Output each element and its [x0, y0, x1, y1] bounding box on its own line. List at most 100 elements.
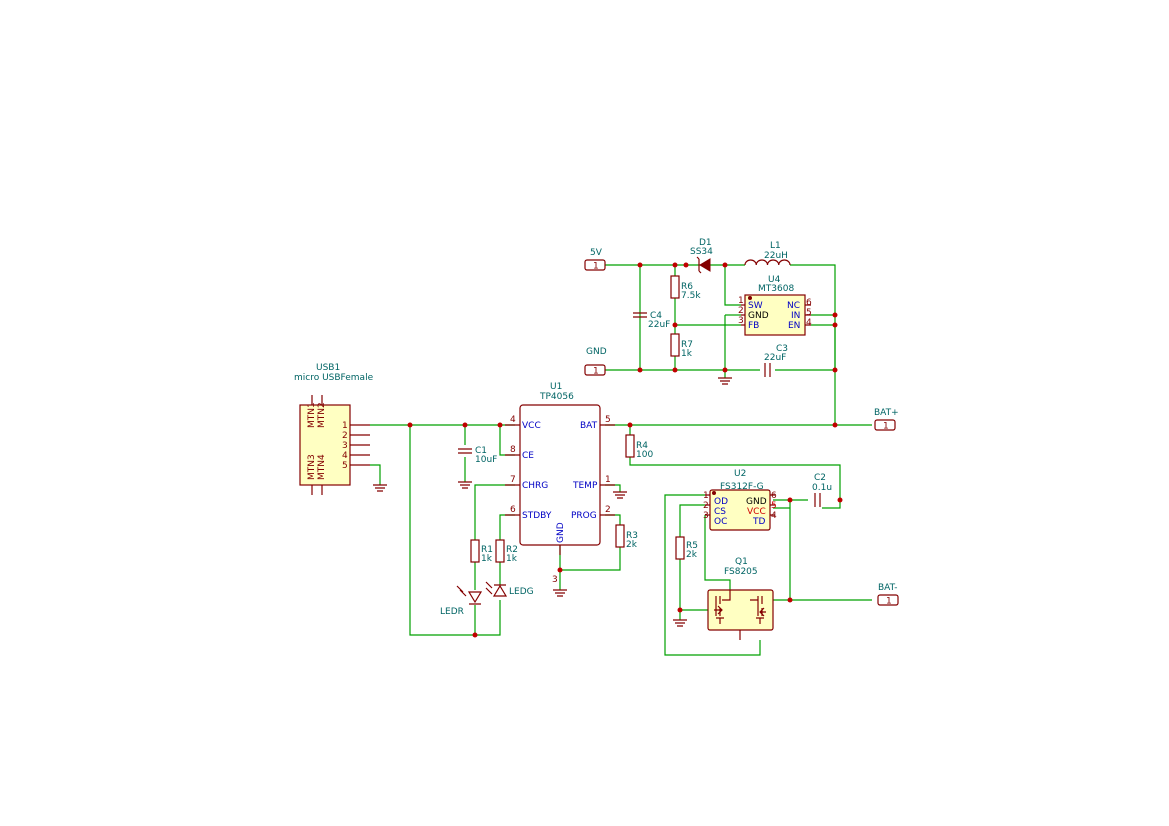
connector-gnd[interactable]: GND 1	[584, 347, 607, 377]
svg-text:6: 6	[510, 505, 516, 515]
svg-text:1: 1	[703, 491, 709, 501]
svg-text:D1: D1	[699, 238, 712, 248]
svg-text:C3: C3	[776, 344, 788, 354]
svg-text:VCC: VCC	[522, 421, 541, 431]
capacitor-c1[interactable]: C1 10uF	[458, 446, 497, 465]
svg-text:1: 1	[593, 367, 599, 377]
q1-fs8205[interactable]: Q1 FS8205	[707, 557, 774, 640]
svg-text:OC: OC	[714, 517, 727, 527]
svg-text:1k: 1k	[681, 349, 693, 359]
svg-text:R4: R4	[636, 441, 648, 451]
svg-text:1: 1	[593, 262, 599, 272]
connector-5v[interactable]: 5V 1	[584, 248, 606, 272]
resistor-r4[interactable]: R4 100	[625, 434, 653, 460]
svg-text:C2: C2	[814, 473, 826, 483]
svg-text:U1: U1	[550, 382, 562, 392]
svg-text:C1: C1	[475, 446, 487, 456]
svg-text:BAT: BAT	[580, 421, 598, 431]
svg-text:4: 4	[806, 318, 812, 328]
capacitor-c4[interactable]: C4 22uF	[633, 311, 670, 330]
svg-text:GND: GND	[748, 311, 769, 321]
svg-text:MTN1: MTN1	[307, 402, 317, 428]
inductor-l1[interactable]: L1 22uH	[744, 241, 791, 266]
svg-text:TD: TD	[752, 517, 765, 527]
svg-text:1k: 1k	[481, 554, 493, 564]
svg-text:1k: 1k	[506, 554, 518, 564]
svg-text:CE: CE	[522, 451, 534, 461]
connector-bat-plus[interactable]: BAT+ 1	[874, 408, 899, 432]
svg-text:FS8205: FS8205	[724, 567, 758, 577]
junctions	[407, 262, 843, 638]
svg-text:MTN3: MTN3	[307, 454, 317, 480]
resistor-r3[interactable]: R3 2k	[615, 524, 638, 550]
svg-text:R7: R7	[681, 340, 693, 350]
u4-mt3608[interactable]: U4 MT3608 1 2 3 6 5 4 SW GND FB NC IN EN	[738, 275, 812, 336]
svg-text:4: 4	[342, 451, 348, 461]
connector-bat-minus[interactable]: BAT- 1	[877, 583, 899, 607]
svg-text:2k: 2k	[686, 550, 698, 560]
svg-text:1: 1	[738, 296, 744, 306]
svg-text:5: 5	[806, 308, 812, 318]
svg-text:2: 2	[342, 431, 348, 441]
svg-text:VCC: VCC	[747, 507, 766, 517]
svg-text:1: 1	[342, 421, 348, 431]
resistor-r7[interactable]: R7 1k	[670, 333, 693, 359]
svg-text:BAT-: BAT-	[878, 583, 898, 593]
led-ledr[interactable]: LEDR	[440, 585, 483, 617]
svg-text:GND: GND	[746, 497, 767, 507]
svg-text:MT3608: MT3608	[758, 284, 794, 294]
svg-text:2: 2	[738, 306, 744, 316]
svg-text:R1: R1	[481, 545, 493, 555]
svg-text:SW: SW	[748, 301, 763, 311]
svg-text:7: 7	[510, 475, 516, 485]
svg-text:6: 6	[806, 298, 812, 308]
svg-text:STDBY: STDBY	[522, 511, 552, 521]
svg-text:22uH: 22uH	[764, 251, 788, 261]
svg-text:R5: R5	[686, 541, 698, 551]
svg-text:GND: GND	[556, 522, 566, 543]
svg-text:LEDG: LEDG	[509, 587, 534, 597]
u2-fs312f-g[interactable]: U2 FS312F-G 1 2 3 6 5 4 OD CS OC GND VCC…	[703, 469, 777, 531]
svg-text:LEDR: LEDR	[440, 607, 464, 617]
svg-text:R3: R3	[626, 531, 638, 541]
svg-text:8: 8	[510, 445, 516, 455]
svg-text:1: 1	[883, 422, 889, 432]
resistor-r2[interactable]: R2 1k	[495, 539, 518, 564]
svg-text:Q1: Q1	[735, 557, 748, 567]
svg-text:3: 3	[703, 511, 709, 521]
svg-text:7.5k: 7.5k	[681, 291, 701, 301]
svg-text:PROG: PROG	[571, 511, 597, 521]
svg-text:U2: U2	[734, 469, 746, 479]
led-ledg[interactable]: LEDG	[485, 581, 534, 597]
svg-text:CS: CS	[714, 507, 726, 517]
svg-text:micro USBFemale: micro USBFemale	[294, 373, 374, 383]
svg-text:2: 2	[605, 505, 611, 515]
svg-text:R2: R2	[506, 545, 518, 555]
svg-text:2k: 2k	[626, 540, 638, 550]
svg-text:TEMP: TEMP	[572, 481, 598, 491]
svg-text:3: 3	[552, 575, 558, 585]
u1-tp4056[interactable]: U1 TP4056 4 8 7 6 5 1 2 3 VCC CE CHRG ST…	[505, 382, 615, 585]
svg-text:SS34: SS34	[690, 247, 713, 257]
svg-text:NC: NC	[787, 301, 800, 311]
capacitor-c2[interactable]: C2 0.1u	[812, 473, 832, 507]
resistor-r6[interactable]: R6 7.5k	[670, 275, 701, 301]
capacitor-c3[interactable]: C3 22uF	[764, 344, 788, 377]
svg-text:2: 2	[703, 501, 709, 511]
svg-text:BAT+: BAT+	[874, 408, 899, 418]
resistor-r1[interactable]: R1 1k	[470, 539, 493, 564]
resistor-r5[interactable]: R5 2k	[675, 536, 698, 560]
svg-text:0.1u: 0.1u	[812, 483, 832, 493]
svg-text:FB: FB	[748, 321, 759, 331]
diode-d1[interactable]: D1 SS34	[690, 238, 713, 274]
svg-text:U4: U4	[768, 275, 781, 285]
usb1-connector[interactable]: USB1 micro USBFemale MTN1 MTN2 MTN3 MTN4…	[294, 363, 374, 495]
svg-text:CHRG: CHRG	[522, 481, 548, 491]
svg-text:22uF: 22uF	[764, 353, 786, 363]
ground-symbols	[373, 377, 732, 627]
svg-text:3: 3	[342, 441, 348, 451]
svg-text:IN: IN	[791, 311, 800, 321]
svg-text:100: 100	[636, 450, 653, 460]
svg-text:5: 5	[342, 461, 348, 471]
